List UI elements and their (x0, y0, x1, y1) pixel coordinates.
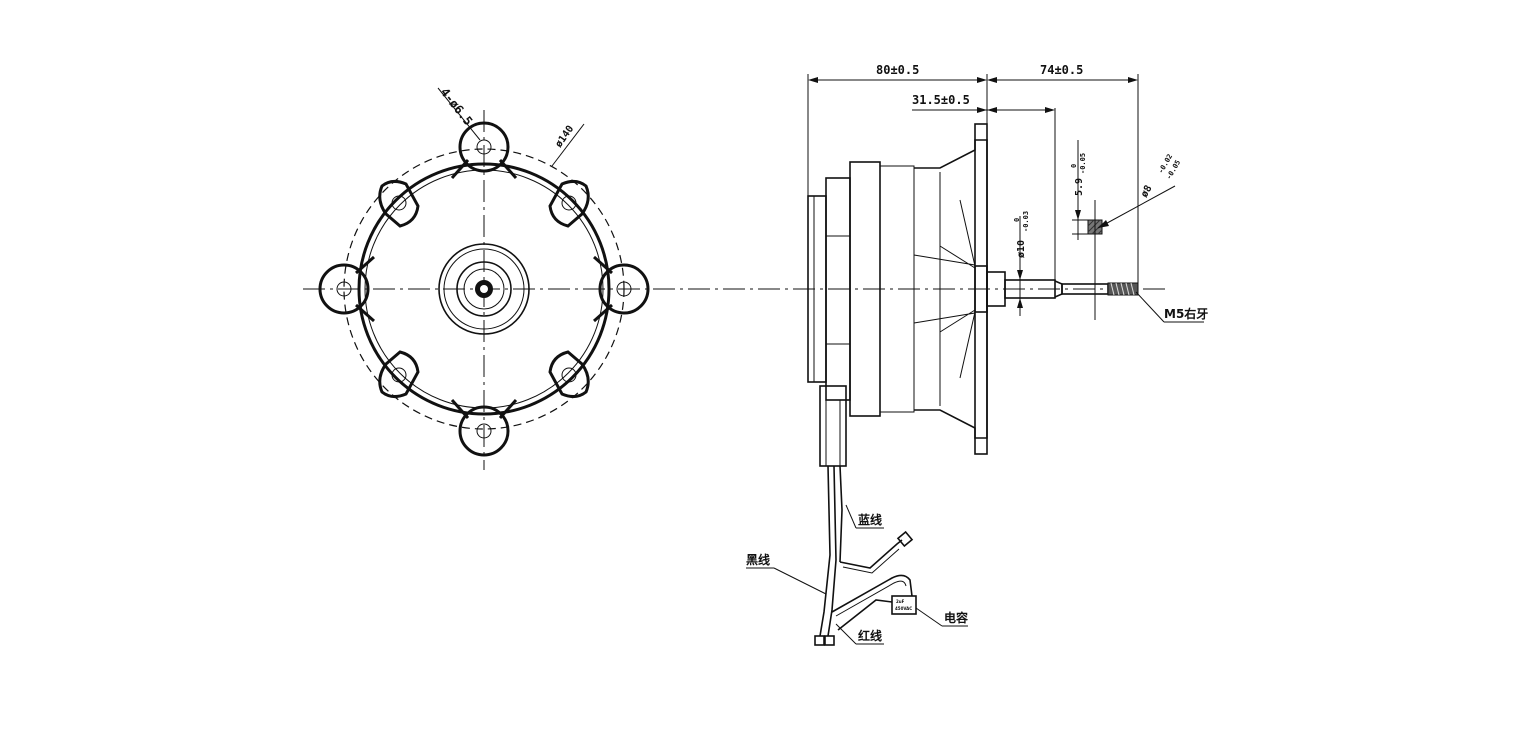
thread-label: M5右牙 (1164, 306, 1208, 321)
dim-shaft-dia: ø10 (1016, 240, 1027, 258)
hub-inner (456, 261, 512, 317)
pcd-callout-leader (551, 123, 585, 167)
dim-flat: 5.9 (1074, 178, 1085, 196)
shaft-center (480, 285, 488, 293)
hole-callout-leader (437, 87, 481, 141)
hole-callout: 4-ø6.5 (438, 85, 476, 128)
black-wire-label: 黑线 (746, 552, 770, 567)
hub-ring (443, 248, 525, 330)
wiring: 2uF 450VAC 蓝线 黑线 红线 电容 (746, 385, 968, 646)
dim-overall-right: 74±0.5 (1040, 63, 1083, 77)
side-view: 80±0.5 74±0.5 31.5±0.5 ø10 0 -0.03 5.9 0… (807, 63, 1208, 455)
red-wire (827, 465, 837, 637)
motor-housing-outline (357, 162, 611, 416)
boss-top-left (378, 179, 420, 228)
pcd-callout: ø140 (553, 124, 576, 150)
blue-wire-label: 蓝线 (858, 512, 882, 527)
dim-flat-tol-upper: 0 (1070, 164, 1078, 168)
dim-thread-dia: ø8 (1139, 184, 1155, 200)
thread-label-leader (1135, 291, 1165, 323)
dim-flat-tol-lower: -0.05 (1079, 153, 1087, 174)
dim-shaft-dia-tol-lower: -0.03 (1022, 211, 1030, 232)
hub-outer (438, 243, 530, 335)
mounting-lug-top (450, 121, 518, 179)
black-wire (819, 465, 831, 637)
mounting-lug-left (318, 255, 375, 323)
terminal-red (824, 635, 835, 646)
capacitor-rating-1: 2uF (896, 599, 905, 604)
capacitor-rating-2: 450VAC (895, 606, 912, 611)
dim-shaft-dia-tol-upper: 0 (1013, 218, 1021, 222)
blue-connector (896, 530, 914, 548)
dim-overall-left: 80±0.5 (876, 63, 919, 77)
cable-gland (819, 385, 847, 467)
mounting-lug-right (593, 255, 650, 323)
shaft (1004, 279, 1056, 299)
mounting-lug-bottom (450, 399, 518, 457)
boss-top-right (548, 179, 590, 228)
capacitor-body (891, 595, 917, 615)
dim-thread-leader (1097, 185, 1176, 229)
capacitor-label: 电容 (944, 610, 968, 625)
bolt-circle (343, 148, 625, 430)
blue-wire (839, 465, 843, 563)
front-view: 4-ø6.5 ø140 (303, 85, 1165, 470)
bearing (463, 268, 505, 310)
dim-flange: 31.5±0.5 (912, 93, 970, 107)
boss-bottom-right (548, 350, 590, 399)
terminal-black (814, 635, 825, 646)
boss-bottom-left (378, 350, 420, 399)
red-wire-label: 红线 (858, 628, 882, 643)
